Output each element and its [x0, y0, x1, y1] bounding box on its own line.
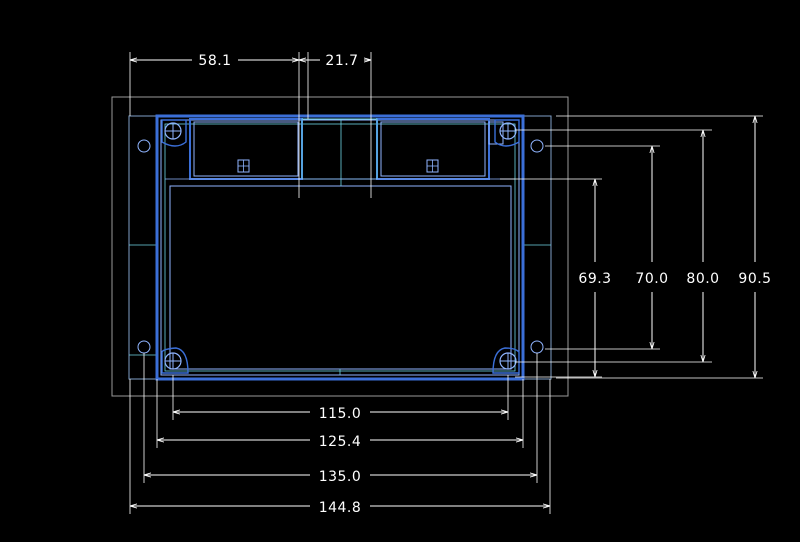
left-flange — [129, 139, 157, 356]
dimension-label: 58.1 — [198, 53, 231, 69]
mount-hole-icon — [137, 340, 151, 354]
dimension-right-2: 70.0 — [545, 145, 668, 350]
outer-outline — [111, 96, 569, 397]
dimension-label: 80.0 — [686, 271, 719, 287]
right-flange — [522, 139, 551, 354]
dimension-right-3: 80.0 — [515, 129, 719, 363]
dimension-right-4: 90.5 — [556, 115, 771, 379]
top-compartment-left — [189, 118, 303, 180]
dimension-bottom-2: 125.4 — [156, 379, 524, 450]
screw-icon — [494, 119, 520, 147]
dimension-label: 144.8 — [319, 500, 362, 516]
enclosure-body — [155, 114, 525, 381]
mount-hole-icon — [137, 139, 151, 153]
dimension-bottom-4: 144.8 — [129, 379, 551, 516]
dimension-bottom-3: 135.0 — [143, 353, 538, 485]
dimension-label: 125.4 — [319, 434, 362, 450]
screw-icon — [492, 347, 520, 374]
flange-outline — [128, 115, 552, 380]
dimension-bottom-1: 115.0 — [172, 375, 509, 422]
mount-hole-icon — [530, 139, 544, 153]
dimension-top-left: 58.1 — [129, 52, 300, 198]
screw-icon — [161, 119, 187, 147]
dimension-top-mid: 21.7 — [299, 52, 372, 198]
top-center-channel — [165, 118, 515, 186]
screw-icon — [161, 347, 189, 374]
dimension-right-1: 69.3 — [500, 178, 611, 378]
dimension-label: 69.3 — [578, 271, 611, 287]
dimension-label: 115.0 — [319, 406, 362, 422]
corner-bosses — [161, 119, 520, 374]
top-compartment-right — [376, 118, 490, 180]
dimension-label: 21.7 — [325, 53, 358, 69]
dimension-label: 90.5 — [738, 271, 771, 287]
dimension-label: 70.0 — [635, 271, 668, 287]
mount-hole-icon — [530, 340, 544, 354]
dimension-label: 135.0 — [319, 469, 362, 485]
